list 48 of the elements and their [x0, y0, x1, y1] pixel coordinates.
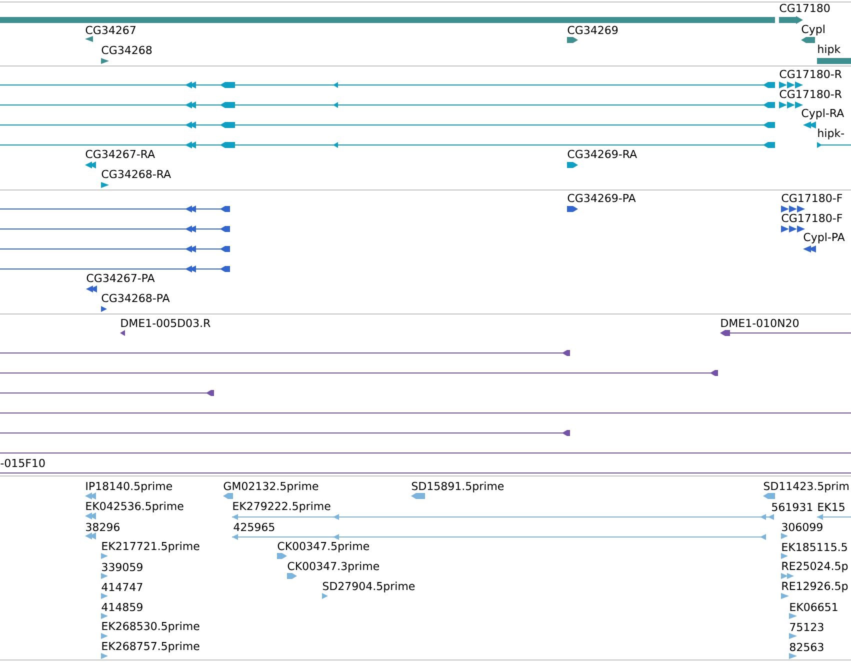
feature-label: SD11423.5prim — [764, 482, 848, 492]
feature-label: Cypl — [802, 24, 824, 36]
feature-label: 425965 — [234, 522, 274, 532]
feature-label: CG34269-PA — [568, 194, 636, 202]
feature-label: 339059 — [102, 562, 142, 572]
feature-label: Cypl-RA — [802, 108, 844, 120]
feature-label: IP18140.5prime — [86, 482, 172, 492]
feature-label: hipk — [818, 44, 841, 56]
feature-label: EK06651 — [790, 602, 838, 612]
feature-label: EK268757.5prime — [102, 642, 200, 652]
feature-label: 82563 — [790, 642, 824, 652]
feature-label: EK185115.5 — [782, 542, 847, 552]
feature-label: SD27904.5prime — [322, 582, 415, 592]
feature-label: CG34268-PA — [102, 294, 170, 302]
feature-label: 414859 — [102, 602, 142, 612]
feature-label: 306099 — [782, 522, 822, 532]
feature-label: RE25024.5p — [782, 562, 848, 572]
feature-label: 414747 — [102, 583, 142, 592]
feature-label: CG34267-PA — [86, 274, 155, 282]
feature-label: EK268530.5prime — [102, 622, 200, 632]
feature-label: hipk- — [818, 128, 844, 140]
feature-label: RE12926.5p — [782, 582, 848, 592]
feature-label: CG17180 — [780, 4, 830, 12]
feature-label: CK00347.3prime — [288, 562, 380, 572]
feature-label: CG34269 — [568, 26, 618, 34]
feature-label: CK00347.5prime — [278, 542, 370, 552]
feature-label: GM02132.5prime — [224, 482, 318, 492]
feature-label: EK217721.5prime — [102, 542, 200, 552]
feature-label: CG17180-R — [780, 70, 842, 78]
feature-label: CG17180-R — [780, 90, 842, 98]
feature-label: 38296 — [86, 522, 120, 532]
feature-label: EK15 — [818, 502, 844, 512]
feature-label: CG34267 — [86, 26, 136, 34]
feature-label: SD15891.5prime — [412, 482, 504, 492]
feature-label: CG34268 — [102, 46, 152, 54]
feature-label: DME1-010N20 — [721, 318, 799, 328]
feature-label: CG34267-RA — [86, 150, 155, 158]
feature-label: CG34269-RA — [568, 150, 637, 158]
feature-label: CG17180-F — [782, 194, 842, 202]
feature-label: 561931 — [772, 502, 812, 512]
feature-label: CG34268-RA — [102, 170, 171, 178]
feature-label: 75123 — [790, 622, 824, 632]
feature-label: Cypl-PA — [804, 232, 845, 244]
feature-label: EK042536.5prime — [86, 502, 184, 512]
feature-label: CG17180-F — [782, 214, 842, 222]
feature-label: DME1-005D03.R — [121, 318, 210, 328]
feature-label: -015F10 — [0, 458, 45, 468]
feature-label: EK279222.5prime — [233, 502, 330, 512]
